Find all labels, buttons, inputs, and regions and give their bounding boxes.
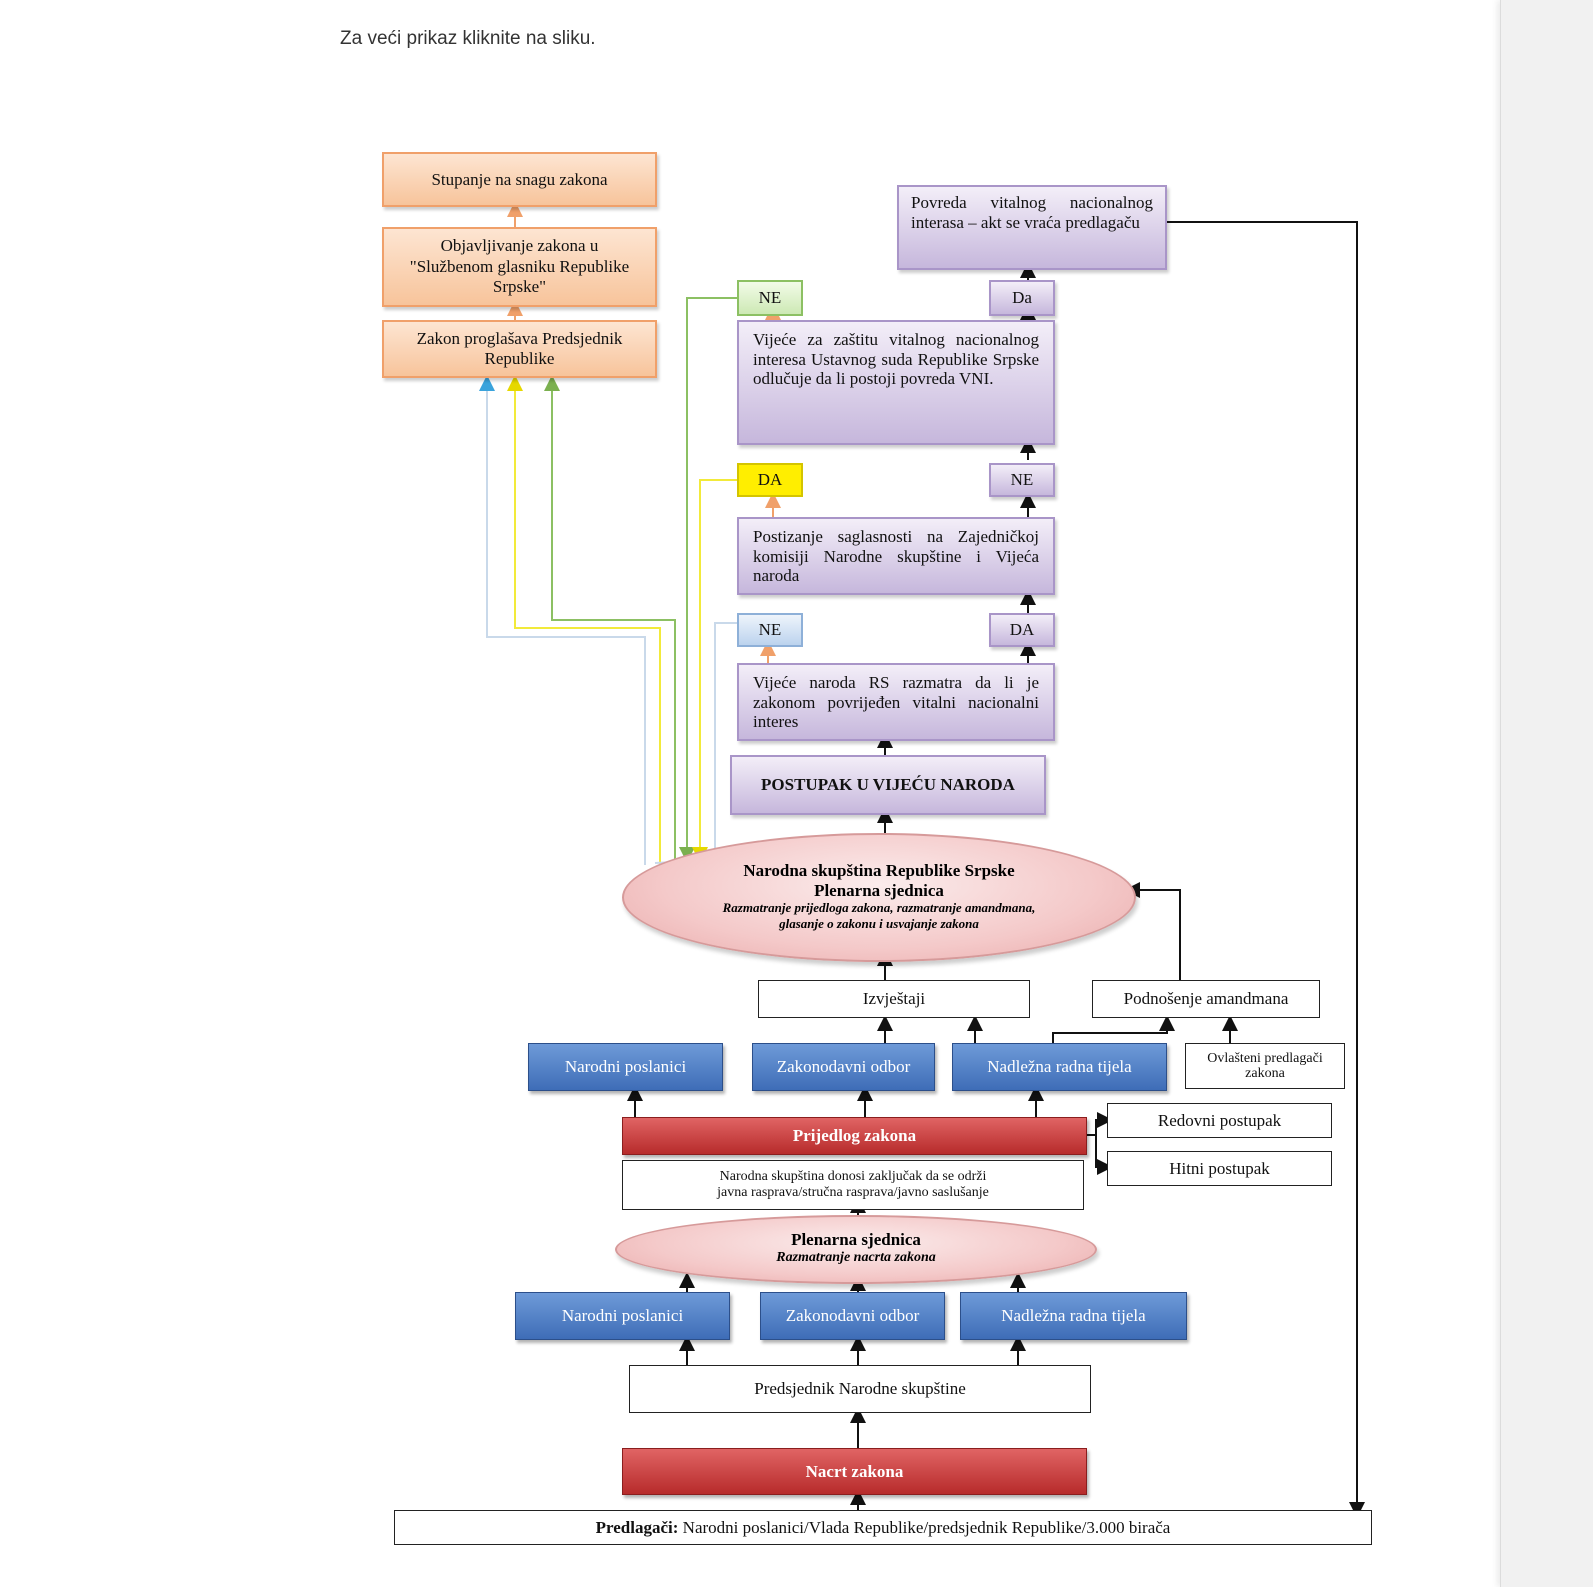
label-da-yellow: DA	[737, 463, 803, 497]
box-narodni-poslanici-2-text: Narodni poslanici	[561, 1306, 684, 1325]
box-prijedlog-zakona-text: Prijedlog zakona	[792, 1126, 917, 1145]
box-nadlezna-tijela-1-text: Nadležna radna tijela	[987, 1057, 1132, 1076]
box-vijece-zastita: Vijeće za zaštitu vitalnog nacionalnog i…	[737, 320, 1055, 445]
skupstina-title: Narodna skupština Republike Srpske	[743, 861, 1015, 880]
box-stupanje-text: Stupanje na snagu zakona	[431, 169, 608, 189]
box-izvjestaji-text: Izvještaji	[862, 989, 926, 1008]
box-povreda: Povreda vitalnog nacionalnog interasa – …	[897, 185, 1167, 270]
box-narodni-poslanici-1-text: Narodni poslanici	[564, 1057, 687, 1076]
label-ne-top: NE	[737, 280, 803, 316]
page-right-gutter	[1500, 0, 1593, 1587]
box-proglasava: Zakon proglašava Predsjednik Republike	[382, 320, 657, 378]
label-ne-mid: NE	[989, 463, 1055, 497]
box-predlagaci: Predlagači: Narodni poslanici/Vlada Repu…	[394, 1510, 1372, 1545]
plenarna-title: Plenarna sjednica	[791, 1230, 921, 1249]
ellipse-skupstina: Narodna skupština Republike Srpske Plena…	[622, 833, 1136, 962]
flowchart-connectors	[479, 201, 1365, 1518]
box-povreda-text: Povreda vitalnog nacionalnog interasa – …	[911, 193, 1153, 232]
box-narodni-poslanici-2: Narodni poslanici	[515, 1292, 730, 1340]
box-nacrt-zakona: Nacrt zakona	[622, 1448, 1087, 1495]
label-ne-low-text: NE	[758, 620, 782, 639]
box-postupak-text: POSTUPAK U VIJEĆU NARODA	[761, 775, 1015, 794]
label-da-top: Da	[989, 280, 1055, 316]
label-ne-top-text: NE	[758, 288, 782, 307]
box-zakonodavni-odbor-2-text: Zakonodavni odbor	[785, 1306, 920, 1325]
box-proglasava-text: Zakon proglašava Predsjednik Republike	[416, 328, 623, 368]
skupstina-subtitle: Plenarna sjednica	[814, 880, 944, 900]
box-stupanje: Stupanje na snagu zakona	[382, 152, 657, 207]
label-da-low: DA	[989, 613, 1055, 647]
skupstina-description: Razmatranje prijedloga zakona, razmatran…	[722, 900, 1036, 932]
box-ovlasteni: Ovlašteni predlagači zakona	[1185, 1043, 1345, 1089]
label-ne-low: NE	[737, 613, 803, 647]
label-da-low-text: DA	[1009, 620, 1035, 639]
box-vijece-naroda-text: Vijeće naroda RS razmatra da li je zakon…	[753, 673, 1039, 732]
box-nadlezna-tijela-1: Nadležna radna tijela	[952, 1043, 1167, 1091]
box-hitni-text: Hitni postupak	[1169, 1158, 1270, 1178]
predlagaci-text: Narodni poslanici/Vlada Republike/predsj…	[682, 1517, 1171, 1537]
box-objavljivanje-text: Objavljivanje zakona u "Službenom glasni…	[409, 236, 630, 297]
box-objavljivanje: Objavljivanje zakona u "Službenom glasni…	[382, 227, 657, 307]
label-ne-mid-text: NE	[1010, 470, 1034, 489]
box-postizanje: Postizanje saglasnosti na Zajedničkoj ko…	[737, 517, 1055, 595]
predlagaci-label: Predlagači:	[595, 1517, 679, 1537]
box-postupak: POSTUPAK U VIJEĆU NARODA	[730, 755, 1046, 815]
box-ovlasteni-text: Ovlašteni predlagači zakona	[1207, 1050, 1323, 1081]
box-redovni: Redovni postupak	[1107, 1103, 1332, 1138]
box-predsjednik: Predsjednik Narodne skupštine	[629, 1365, 1091, 1413]
box-narodni-poslanici-1: Narodni poslanici	[528, 1043, 723, 1091]
box-vijece-zastita-text: Vijeće za zaštitu vitalnog nacionalnog i…	[753, 330, 1039, 389]
box-nadlezna-tijela-2-text: Nadležna radna tijela	[1001, 1306, 1146, 1325]
box-nadlezna-tijela-2: Nadležna radna tijela	[960, 1292, 1187, 1340]
box-zakonodavni-odbor-2: Zakonodavni odbor	[760, 1292, 945, 1340]
box-zakljucak-text: Narodna skupština donosi zaključak da se…	[717, 1168, 989, 1200]
box-redovni-text: Redovni postupak	[1157, 1110, 1282, 1130]
legislative-procedure-flowchart[interactable]: Stupanje na snagu zakona Objavljivanje z…	[370, 115, 1420, 1575]
box-nacrt-zakona-text: Nacrt zakona	[805, 1461, 904, 1481]
box-zakljucak: Narodna skupština donosi zaključak da se…	[622, 1160, 1084, 1210]
ellipse-plenarna: Plenarna sjednica Razmatranje nacrta zak…	[615, 1215, 1097, 1284]
box-podnosenje: Podnošenje amandmana	[1092, 980, 1320, 1018]
box-prijedlog-zakona: Prijedlog zakona	[622, 1117, 1087, 1155]
plenarna-subtitle: Razmatranje nacrta zakona	[776, 1249, 936, 1265]
label-da-top-text: Da	[1012, 288, 1032, 307]
image-caption: Za veći prikaz kliknite na sliku.	[340, 28, 596, 49]
box-zakonodavni-odbor-1: Zakonodavni odbor	[752, 1043, 935, 1091]
box-hitni: Hitni postupak	[1107, 1151, 1332, 1186]
box-podnosenje-text: Podnošenje amandmana	[1123, 989, 1289, 1008]
box-predsjednik-text: Predsjednik Narodne skupštine	[754, 1379, 966, 1398]
box-vijece-naroda: Vijeće naroda RS razmatra da li je zakon…	[737, 663, 1055, 741]
box-postizanje-text: Postizanje saglasnosti na Zajedničkoj ko…	[753, 527, 1039, 586]
box-zakonodavni-odbor-1-text: Zakonodavni odbor	[776, 1057, 911, 1076]
box-izvjestaji: Izvještaji	[758, 980, 1030, 1018]
label-da-yellow-text: DA	[757, 470, 783, 489]
